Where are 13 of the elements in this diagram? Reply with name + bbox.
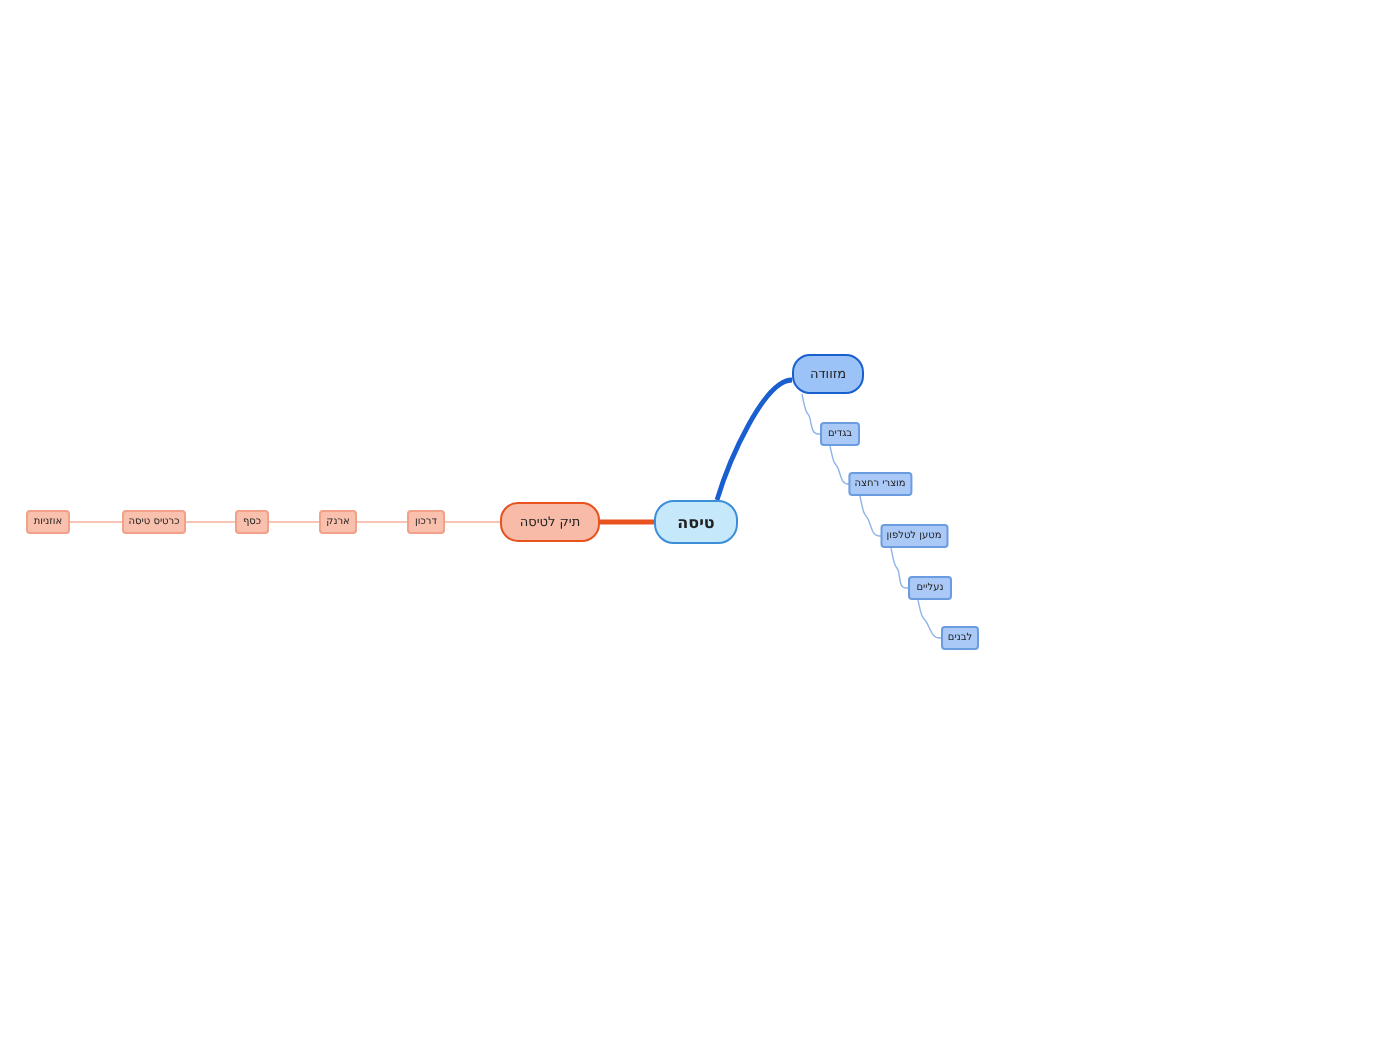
central-topic-node: טיסה xyxy=(654,500,738,544)
connector-line xyxy=(859,495,882,537)
connector-line xyxy=(917,599,942,639)
connector-line xyxy=(801,393,821,435)
connector-line xyxy=(356,521,408,523)
connector-line xyxy=(714,377,793,501)
connector-line xyxy=(268,521,320,523)
connector-line xyxy=(600,519,654,525)
connector-line xyxy=(185,521,236,523)
connector-line xyxy=(444,521,501,523)
connector-line xyxy=(69,521,123,523)
connector-line xyxy=(890,547,909,589)
connector-line xyxy=(829,445,851,485)
